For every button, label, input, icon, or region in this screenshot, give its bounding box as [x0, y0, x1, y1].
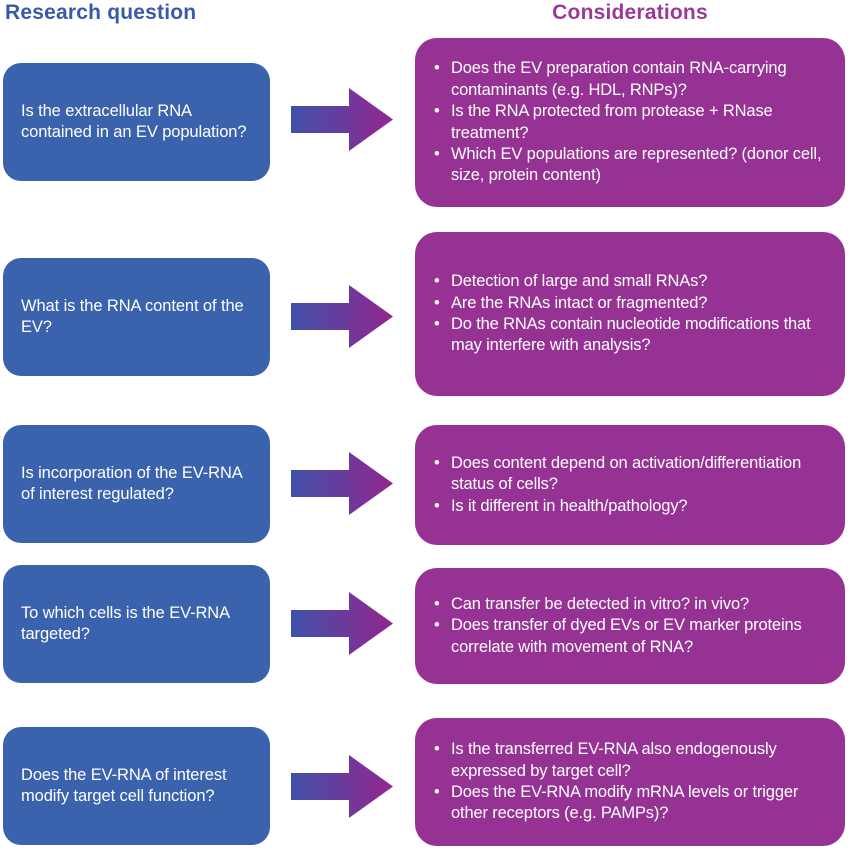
- flow-arrow: [291, 592, 393, 655]
- question-box: Is the extracellular RNA contained in an…: [3, 63, 270, 181]
- bullet-icon: •: [434, 144, 440, 163]
- bullet-icon: •: [434, 783, 440, 801]
- question-text: Is the extracellular RNA contained in an…: [21, 101, 247, 141]
- right-arrow-icon: [291, 452, 393, 515]
- question-box: Does the EV-RNA of interest modify targe…: [3, 727, 270, 845]
- list-item: • Does the EV-RNA modify mRNA levels or t…: [431, 782, 831, 825]
- considerations-box: • Is the transferred EV-RNA also endogeno…: [415, 718, 845, 846]
- question-text: Does the EV-RNA of interest modify targe…: [21, 765, 227, 805]
- list-item: • Do the RNAs contain nucleotide modifica…: [431, 314, 831, 357]
- bullet-icon: •: [434, 102, 440, 121]
- consideration-text: Does content depend on activation/differ…: [451, 453, 802, 494]
- considerations-list: • Does content depend on activation/diffe…: [431, 453, 831, 517]
- list-item: • Is it different in health/pathology?: [431, 496, 831, 517]
- considerations-box: • Can transfer be detected in vitro? in v…: [415, 568, 845, 684]
- consideration-text: Is it different in health/pathology?: [451, 496, 688, 515]
- flow-arrow: [291, 88, 393, 151]
- right-arrow-icon: [291, 592, 393, 655]
- question-box: To which cells is the EV-RNA targeted?: [3, 565, 270, 683]
- bullet-icon: •: [434, 616, 440, 635]
- right-arrow-icon: [291, 755, 393, 818]
- list-item: • Detection of large and small RNAs?: [431, 271, 831, 292]
- consideration-text: Detection of large and small RNAs?: [451, 272, 708, 291]
- consideration-text: Is the RNA protected from protease + RNa…: [451, 102, 773, 142]
- question-box: What is the RNA content of the EV?: [3, 258, 270, 376]
- consideration-text: Is the transferred EV-RNA also endogenou…: [451, 740, 777, 780]
- list-item: • Are the RNAs intact or fragmented?: [431, 293, 831, 314]
- consideration-text: Does the EV preparation contain RNA-carr…: [451, 59, 787, 99]
- considerations-list: • Can transfer be detected in vitro? in v…: [431, 594, 831, 658]
- bullet-icon: •: [434, 272, 440, 291]
- diagram-row: Is the extracellular RNA contained in an…: [0, 0, 850, 212]
- right-arrow-icon: [291, 88, 393, 151]
- list-item: • Can transfer be detected in vitro? in v…: [431, 594, 831, 615]
- considerations-box: • Does the EV preparation contain RNA-car…: [415, 38, 845, 207]
- consideration-text: Does transfer of dyed EVs or EV marker p…: [451, 616, 802, 656]
- consideration-text: Can transfer be detected in vitro? in vi…: [451, 594, 750, 613]
- consideration-text: Do the RNAs contain nucleotide modificat…: [451, 315, 811, 355]
- column-header-considerations: Considerations: [552, 1, 708, 24]
- bullet-icon: •: [434, 453, 440, 472]
- right-arrow-icon: [291, 285, 393, 348]
- list-item: • Does the EV preparation contain RNA-car…: [431, 58, 831, 101]
- consideration-text: Which EV populations are represented? (d…: [451, 144, 822, 185]
- flow-arrow: [291, 285, 393, 348]
- bullet-icon: •: [434, 740, 440, 759]
- list-item: • Is the RNA protected from protease + RN…: [431, 101, 831, 144]
- consideration-text: Are the RNAs intact or fragmented?: [451, 293, 708, 312]
- column-header-research-question: Research question: [5, 1, 197, 24]
- consideration-text: Does the EV-RNA modify mRNA levels or tr…: [451, 783, 799, 823]
- considerations-list: • Is the transferred EV-RNA also endogeno…: [431, 739, 831, 825]
- bullet-icon: •: [434, 496, 440, 515]
- considerations-box: • Does content depend on activation/diffe…: [415, 425, 845, 545]
- list-item: • Is the transferred EV-RNA also endogeno…: [431, 739, 831, 782]
- flow-arrow: [291, 452, 393, 515]
- question-text: What is the RNA content of the EV?: [21, 296, 244, 336]
- list-item: • Does transfer of dyed EVs or EV marker …: [431, 615, 831, 658]
- considerations-list: • Does the EV preparation contain RNA-car…: [431, 58, 831, 187]
- bullet-icon: •: [434, 594, 440, 613]
- question-box: Is incorporation of the EV-RNA of intere…: [3, 425, 270, 543]
- flow-arrow: [291, 755, 393, 818]
- considerations-list: • Detection of large and small RNAs? • Are…: [431, 271, 831, 357]
- bullet-icon: •: [434, 315, 440, 333]
- bullet-icon: •: [434, 293, 440, 312]
- list-item: • Which EV populations are represented? (…: [431, 144, 831, 187]
- question-text: Is incorporation of the EV-RNA of intere…: [21, 463, 242, 503]
- list-item: • Does content depend on activation/diffe…: [431, 453, 831, 496]
- bullet-icon: •: [434, 59, 440, 78]
- considerations-box: • Detection of large and small RNAs? • Are…: [415, 232, 845, 396]
- question-text: To which cells is the EV-RNA targeted?: [21, 603, 230, 643]
